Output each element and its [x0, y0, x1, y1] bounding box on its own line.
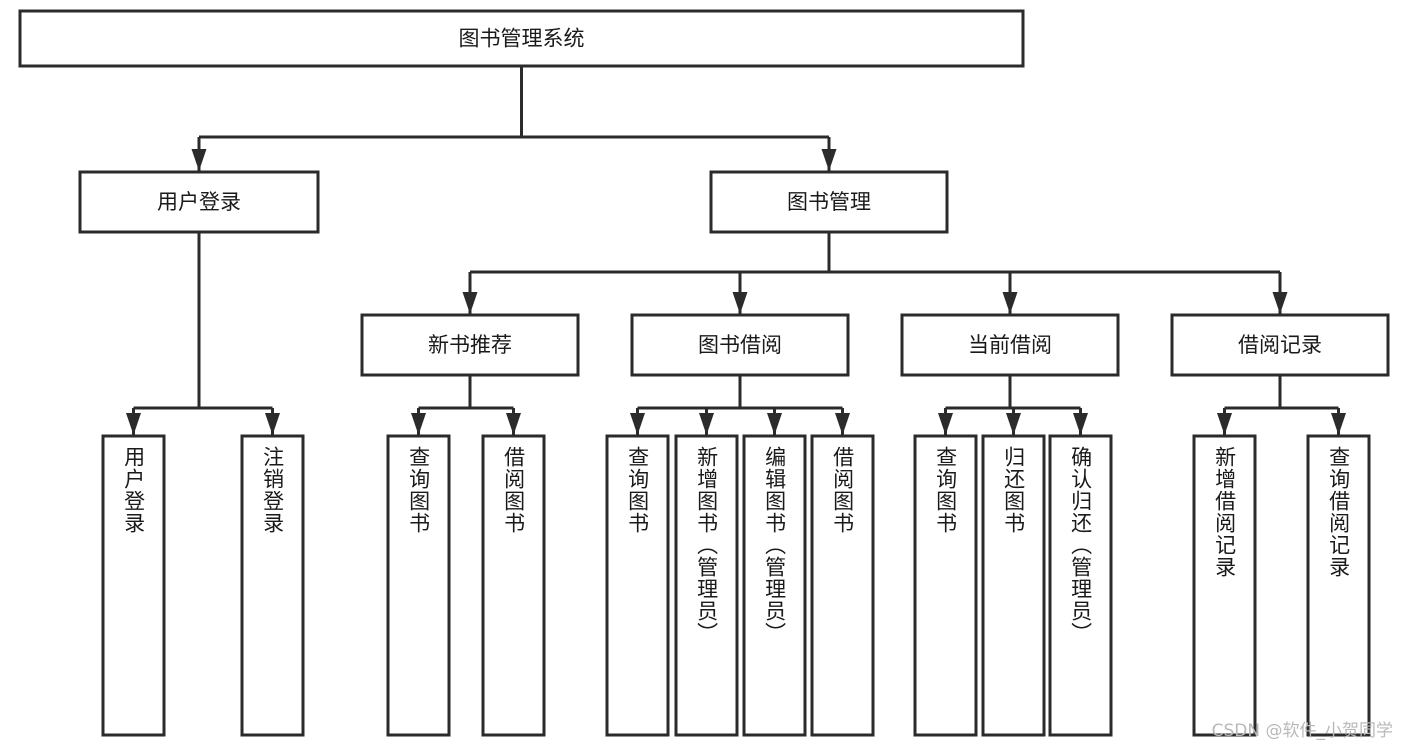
- arrow-head-icon-current-borrow-to-leaf-confirm-return-admin: [1073, 413, 1088, 435]
- arrow-head-icon-borrow-records-to-leaf-add-borrow-record: [1217, 413, 1232, 435]
- node-box-leaf-query-book-current[interactable]: [913, 434, 978, 737]
- node-box-leaf-borrow-book[interactable]: [810, 434, 875, 737]
- leaf-label-text: 新增图书（管理员）: [694, 446, 719, 644]
- node-box-leaf-return-book[interactable]: [981, 434, 1046, 737]
- node-box-leaf-add-book-admin[interactable]: [674, 434, 739, 737]
- arrow-head-icon-root-to-book-management: [821, 149, 837, 171]
- arrow-head-icon-bookmgmt-to-book-borrow: [732, 292, 748, 314]
- leaf-label-leaf-edit-book-admin: 编辑图书（管理员）: [744, 446, 805, 725]
- node-box-root[interactable]: [18, 9, 1025, 68]
- arrow-head-icon-new-book-recommend-to-leaf-query-book-recommend: [411, 413, 426, 435]
- node-box-leaf-user-logout[interactable]: [240, 434, 305, 737]
- node-label-current-borrow: 当前借阅: [968, 333, 1052, 357]
- node-box-layer: [18, 9, 1390, 737]
- leaf-label-leaf-query-book-current: 查询图书: [915, 446, 976, 725]
- node-box-leaf-confirm-return-admin[interactable]: [1048, 434, 1113, 737]
- node-label-borrow-records: 借阅记录: [1238, 333, 1322, 357]
- node-box-book-management[interactable]: [709, 170, 949, 234]
- node-box-current-borrow[interactable]: [900, 313, 1120, 377]
- node-box-leaf-edit-book-admin[interactable]: [742, 434, 807, 737]
- node-box-book-borrow[interactable]: [630, 313, 850, 377]
- leaf-label-text: 注销登录: [260, 446, 285, 534]
- node-box-leaf-query-borrow-record[interactable]: [1306, 434, 1371, 737]
- leaf-label-leaf-user-logout: 注销登录: [242, 446, 303, 725]
- leaf-label-text: 查询图书: [625, 446, 650, 534]
- leaf-label-leaf-query-book-borrow: 查询图书: [607, 446, 668, 725]
- node-box-new-book-recommend[interactable]: [360, 313, 580, 377]
- arrow-head-icon-book-borrow-to-leaf-borrow-book: [835, 413, 850, 435]
- node-box-leaf-borrow-book-recommend[interactable]: [481, 434, 546, 737]
- node-label-new-book-recommend: 新书推荐: [428, 333, 512, 357]
- leaf-label-text: 借阅图书: [501, 446, 526, 534]
- node-label-user-login: 用户登录: [157, 190, 241, 214]
- arrow-head-icon-user-login-to-leaf-user-logout: [265, 413, 280, 435]
- leaf-label-text: 编辑图书（管理员）: [762, 446, 787, 644]
- node-label-book-borrow: 图书借阅: [698, 333, 782, 357]
- leaf-label-leaf-borrow-book-recommend: 借阅图书: [483, 446, 544, 725]
- connector-layer: [126, 66, 1346, 436]
- arrow-head-icon-book-borrow-to-leaf-edit-book-admin: [767, 413, 782, 435]
- arrow-head-icon-user-login-to-leaf-user-login: [126, 413, 141, 435]
- watermark-text: CSDN @软件_小贺同学: [1211, 721, 1393, 741]
- node-label-book-management: 图书管理: [787, 190, 871, 214]
- leaf-label-text: 归还图书: [1001, 446, 1026, 534]
- leaf-label-leaf-add-book-admin: 新增图书（管理员）: [676, 446, 737, 725]
- node-label-root: 图书管理系统: [459, 27, 585, 51]
- node-box-user-login[interactable]: [78, 170, 320, 234]
- arrow-head-icon-root-to-user-login: [191, 149, 207, 171]
- node-box-leaf-query-book-recommend[interactable]: [386, 434, 451, 737]
- node-box-leaf-add-borrow-record[interactable]: [1192, 434, 1257, 737]
- arrow-head-icon-new-book-recommend-to-leaf-borrow-book-recommend: [506, 413, 521, 435]
- leaf-label-leaf-query-book-recommend: 查询图书: [388, 446, 449, 725]
- leaf-label-text: 用户登录: [121, 446, 146, 534]
- arrow-head-icon-current-borrow-to-leaf-query-book-current: [938, 413, 953, 435]
- leaf-label-leaf-return-book: 归还图书: [983, 446, 1044, 725]
- leaf-label-leaf-query-borrow-record: 查询借阅记录: [1308, 446, 1369, 725]
- arrow-head-icon-bookmgmt-to-new-book-recommend: [462, 292, 478, 314]
- leaf-label-text: 查询图书: [933, 446, 958, 534]
- arrow-head-icon-bookmgmt-to-borrow-records: [1272, 292, 1288, 314]
- node-box-borrow-records[interactable]: [1170, 313, 1390, 377]
- leaf-label-text: 借阅图书: [830, 446, 855, 534]
- arrow-head-icon-bookmgmt-to-current-borrow: [1002, 292, 1018, 314]
- leaf-label-leaf-add-borrow-record: 新增借阅记录: [1194, 446, 1255, 725]
- arrow-head-icon-current-borrow-to-leaf-return-book: [1006, 413, 1021, 435]
- arrow-head-icon-book-borrow-to-leaf-add-book-admin: [699, 413, 714, 435]
- leaf-label-text: 查询图书: [406, 446, 431, 534]
- leaf-label-leaf-user-login: 用户登录: [103, 446, 164, 725]
- arrow-head-icon-borrow-records-to-leaf-query-borrow-record: [1331, 413, 1346, 435]
- leaf-label-text: 新增借阅记录: [1212, 446, 1237, 578]
- leaf-label-text: 查询借阅记录: [1326, 446, 1351, 578]
- leaf-label-leaf-borrow-book: 借阅图书: [812, 446, 873, 725]
- arrow-head-icon-book-borrow-to-leaf-query-book-borrow: [630, 413, 645, 435]
- node-box-leaf-user-login[interactable]: [101, 434, 166, 737]
- leaf-label-text: 确认归还（管理员）: [1068, 446, 1093, 644]
- node-box-leaf-query-book-borrow[interactable]: [605, 434, 670, 737]
- leaf-label-leaf-confirm-return-admin: 确认归还（管理员）: [1050, 446, 1111, 725]
